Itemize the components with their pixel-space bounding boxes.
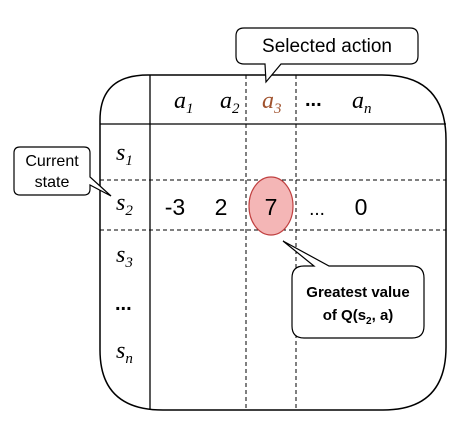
greatest-value-highlight [248,176,294,236]
state-label-s3: s3 [116,242,133,271]
action-label-a1: a1 [174,88,194,117]
action-label-an: an [352,88,372,117]
current-state-label-line1: Current [25,153,79,170]
greatest-value-label-line1: Greatest value [306,284,409,301]
action-label-a2: a2 [220,88,240,117]
q-value-an: 0 [355,194,368,220]
q-value-a2: 2 [215,194,228,220]
state-label-ellipsis: ... [115,293,132,315]
greatest-value-callout [282,240,425,339]
greatest-value-label-line2: of Q(s2, a) [323,307,394,327]
current-state-label-line2: state [35,174,70,191]
action-label-ellipsis: ... [305,89,322,111]
q-value-a1: -3 [165,194,185,220]
state-label-s2: s2 [116,190,133,219]
current-state-callout [13,146,112,197]
state-label-s1: s1 [116,140,133,169]
action-label-a3-selected: a3 [262,88,282,117]
selected-action-label: Selected action [262,36,392,57]
q-value-ellipsis: ... [309,199,325,220]
q-value-a3: 7 [265,194,278,220]
state-label-sn: sn [116,338,133,367]
selected-action-callout [235,27,419,84]
table-outline [99,74,447,411]
